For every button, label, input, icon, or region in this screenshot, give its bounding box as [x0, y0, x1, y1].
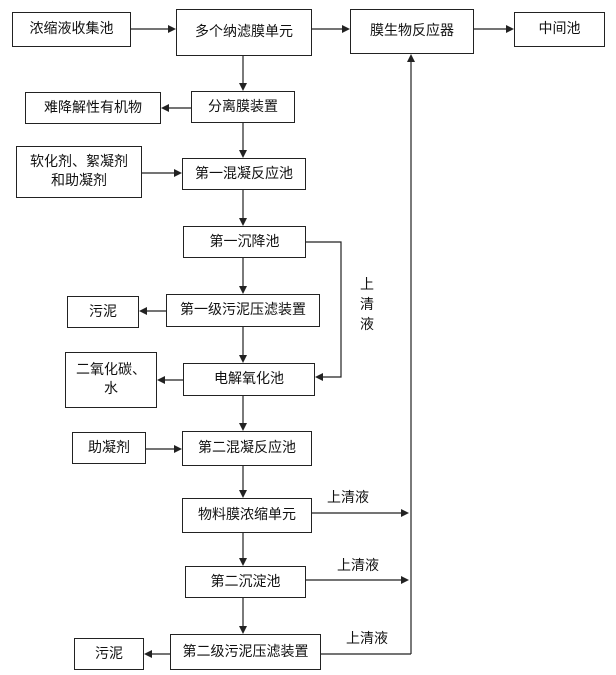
node-concentrate-collection-pool: 浓缩液收集池	[12, 12, 131, 47]
arrowhead	[315, 373, 323, 381]
node-second-sludge-press: 第二级污泥压滤装置	[170, 634, 321, 670]
node-coagulant-aid: 助凝剂	[72, 432, 146, 464]
arrowhead	[161, 104, 169, 112]
arrowhead	[506, 25, 514, 33]
node-second-coagulation-pool: 第二混凝反应池	[182, 431, 312, 466]
node-refractory-organics: 难降解性有机物	[25, 92, 161, 124]
arrowhead	[168, 25, 176, 33]
label-char: 清	[360, 297, 374, 313]
label-char: 液	[360, 317, 374, 333]
arrow-sed1-supernatant-to-electro	[306, 241, 342, 378]
arrowhead	[401, 509, 409, 517]
arrowhead	[239, 286, 247, 294]
arrowhead	[139, 307, 147, 315]
node-first-coagulation-pool: 第一混凝反应池	[182, 158, 306, 190]
arrowhead	[157, 376, 165, 384]
label-supernatant-press2: 上清液	[346, 631, 388, 647]
arrowhead	[174, 169, 182, 177]
node-first-sludge-press: 第一级污泥压滤装置	[166, 294, 320, 327]
arrowhead	[342, 25, 350, 33]
arrowhead	[174, 445, 182, 453]
node-material-membrane-unit: 物料膜浓缩单元	[182, 498, 312, 533]
arrowhead	[239, 490, 247, 498]
arrowhead	[239, 83, 247, 91]
node-second-sedimentation-pool: 第二沉淀池	[185, 566, 306, 598]
arrowhead	[144, 650, 152, 658]
node-first-settling-pool: 第一沉降池	[183, 226, 306, 258]
node-sludge-1: 污泥	[67, 296, 139, 328]
arrowhead	[239, 423, 247, 431]
node-separation-membrane: 分离膜装置	[191, 91, 295, 123]
arrowhead	[239, 355, 247, 363]
arrowhead	[239, 558, 247, 566]
node-intermediate-pool: 中间池	[514, 12, 605, 47]
arrowhead	[407, 54, 415, 62]
arrowhead	[239, 218, 247, 226]
node-membrane-bioreactor: 膜生物反应器	[350, 9, 474, 54]
node-electrolytic-oxidation-pool: 电解氧化池	[183, 363, 315, 396]
arrowhead	[239, 626, 247, 634]
arrowhead	[401, 576, 409, 584]
node-sludge-2: 污泥	[74, 638, 144, 670]
label-supernatant-membrane: 上清液	[327, 490, 369, 506]
arrowhead	[239, 150, 247, 158]
node-co2-water: 二氧化碳、 水	[65, 352, 157, 408]
label-supernatant-sed2: 上清液	[337, 558, 379, 574]
node-softener-flocculant-coagulant: 软化剂、絮凝剂 和助凝剂	[16, 146, 142, 198]
label-char: 上	[360, 277, 374, 293]
node-nanofiltration-units: 多个纳滤膜单元	[176, 9, 312, 56]
